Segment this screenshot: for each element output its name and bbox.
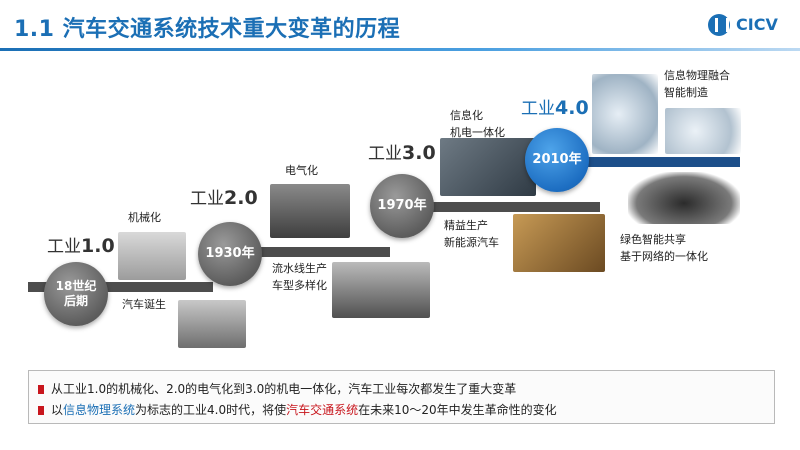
era-circle-2: 1930年	[198, 222, 262, 286]
step-bar-1	[28, 282, 213, 292]
stage-label-1: 工业1.0	[47, 235, 115, 257]
assembly-line-image	[270, 184, 350, 238]
concept-car-image	[628, 172, 740, 224]
control-room-image	[440, 138, 536, 196]
header-rule	[0, 48, 800, 51]
stage-4-caption-top: 信息物理融合 智能制造	[664, 69, 730, 99]
era-circle-1: 18世纪 后期	[44, 262, 108, 326]
summary-line-1: 从工业1.0的机械化、2.0的电气化到3.0的机电一体化，汽车工业每次都发生了重…	[38, 380, 516, 397]
bullet-icon	[38, 385, 44, 394]
page-title: 1.1 汽车交通系统技术重大变革的历程	[14, 17, 401, 42]
step-bar-3	[375, 202, 600, 212]
stage-label-2: 工业2.0	[190, 187, 258, 209]
robot-hand-image	[592, 74, 658, 154]
stage-label-4: 工业4.0	[521, 97, 589, 119]
stage-2-caption-bottom: 流水线生产 车型多样化	[272, 262, 327, 292]
cicv-logo: CICV	[708, 14, 788, 42]
era-circle-4: 2010年	[525, 128, 589, 192]
summary-line-2: 以信息物理系统为标志的工业4.0时代，将使汽车交通系统在未来10～20年中发生革…	[38, 401, 557, 418]
steam-engine-image	[118, 232, 186, 280]
step-bar-4	[535, 157, 740, 167]
stage-label-3: 工业3.0	[368, 142, 436, 164]
summary-box	[28, 370, 775, 424]
era-circle-3: 1970年	[370, 174, 434, 238]
cicv-logo-text: CICV	[736, 15, 778, 34]
model-t-cars-image	[332, 262, 430, 318]
cicv-logo-icon	[708, 14, 730, 36]
data-stream-image	[665, 108, 741, 154]
stage-1-caption-bottom: 汽车诞生	[122, 298, 166, 311]
stage-3-caption-bottom: 精益生产 新能源汽车	[444, 219, 499, 249]
early-car-image	[178, 300, 246, 348]
stage-2-caption-top: 电气化	[285, 164, 318, 177]
bullet-icon	[38, 406, 44, 415]
stage-3-caption-top: 信息化 机电一体化	[450, 109, 505, 139]
stage-1-caption-top: 机械化	[128, 211, 161, 224]
stage-4-caption-bottom: 绿色智能共享 基于网络的一体化	[620, 233, 708, 263]
robot-welding-image	[513, 214, 605, 272]
step-bar-2	[200, 247, 390, 257]
